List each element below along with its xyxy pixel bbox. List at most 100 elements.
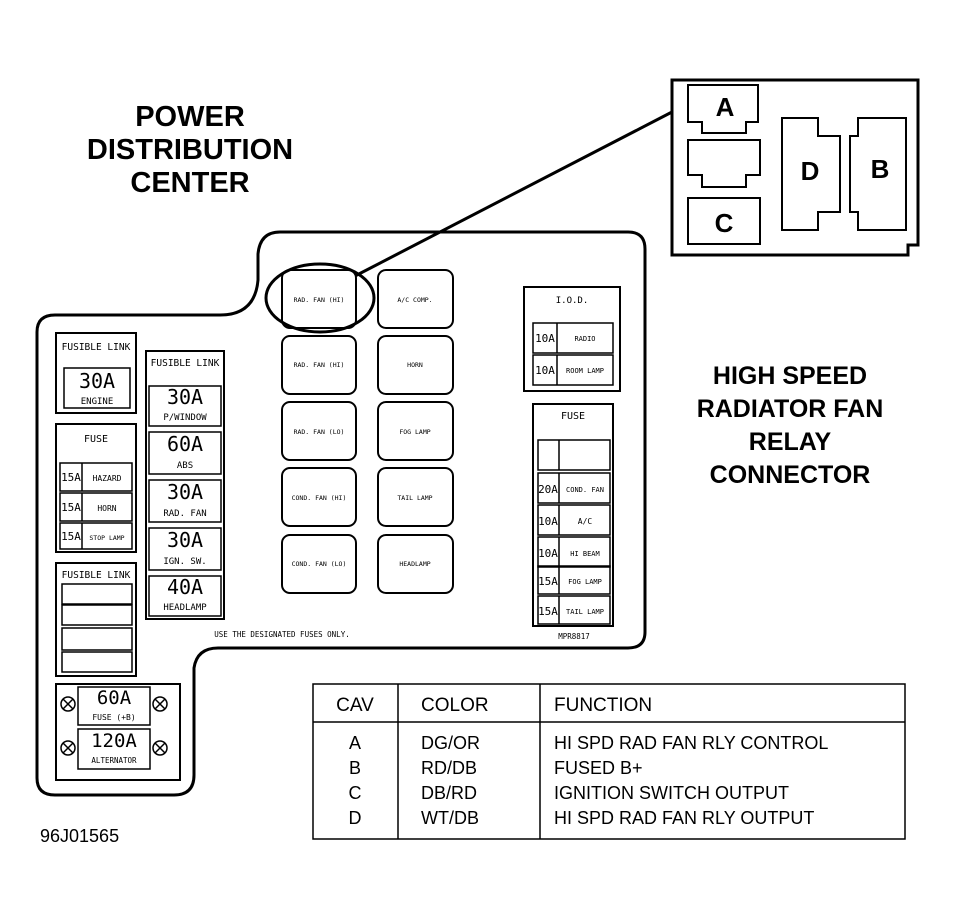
relay-grid: RAD. FAN (HI) A/C COMP. RAD. FAN (HI) HO… [264, 262, 454, 594]
engine-link-body [63, 367, 131, 409]
center-link-item-4-label: IGN. SW. [163, 557, 206, 567]
relay-2 [377, 269, 454, 329]
right-fuse-row-2-amp: 10A [538, 515, 558, 528]
center-link-header: FUSIBLE LINK [151, 358, 220, 369]
left-fuse-row-1-amp: 15A [61, 471, 81, 484]
relay-4 [377, 335, 454, 395]
left-bottom-links: 60A FUSE (+B) 120A ALTERNATOR [55, 683, 181, 781]
pdc-title-line-1: POWER [135, 101, 245, 133]
relay-title-line-2: RADIATOR FAN [697, 395, 884, 423]
pdc-title-line-3: CENTER [130, 167, 249, 199]
table-row: C DB/RD IGNITION SWITCH OUTPUT [349, 783, 789, 803]
bolt-icon [60, 740, 76, 756]
part-code: MPR8817 [558, 632, 590, 641]
relay-3-label: RAD. FAN (HI) [294, 361, 345, 369]
relay-title-line-3: RELAY [749, 428, 832, 456]
empty-link-header: FUSIBLE LINK [62, 570, 131, 581]
center-link-item-1-amp: 30A [167, 385, 203, 409]
svg-text:DG/OR: DG/OR [421, 733, 480, 753]
left-fuse-row-2 [59, 492, 133, 522]
iod-row-1 [532, 322, 614, 354]
center-link-item-5 [148, 575, 222, 617]
cavity-d-outline [781, 117, 841, 231]
cavity-b-label: B [871, 154, 890, 184]
relay-5-label: RAD. FAN (LO) [294, 428, 345, 436]
svg-text:D: D [349, 808, 362, 828]
left-fuse-row-2-amp: 15A [61, 501, 81, 514]
right-fuse-row-3-label: HI BEAM [570, 550, 600, 558]
relay-title-line-4: CONNECTOR [710, 461, 871, 489]
cavity-d-label: D [801, 156, 820, 186]
right-fuse-row-1-amp: 20A [538, 483, 558, 496]
engine-link-amp: 30A [79, 369, 115, 393]
relay-10-label: HEADLAMP [399, 560, 430, 568]
table-row: A DG/OR HI SPD RAD FAN RLY CONTROL [349, 733, 828, 753]
engine-link-header: FUSIBLE LINK [62, 342, 131, 353]
right-fuse-row-5-label: TAIL LAMP [566, 608, 604, 616]
svg-text:IGNITION SWITCH OUTPUT: IGNITION SWITCH OUTPUT [554, 783, 789, 803]
right-fuse-row-5-amp: 15A [538, 605, 558, 618]
relay-9-label: COND. FAN (LO) [292, 560, 347, 568]
relay-3 [281, 335, 357, 395]
connector-body [670, 78, 920, 257]
center-link-frame [145, 350, 225, 620]
iod-header: I.O.D. [556, 296, 589, 306]
right-fuse-header: FUSE [561, 411, 585, 422]
center-link-item-5-amp: 40A [167, 575, 203, 599]
right-fuse-row-4-label: FOG LAMP [568, 578, 602, 586]
right-fuse-frame [532, 403, 614, 627]
bottom-links-frame [55, 683, 181, 781]
svg-text:DB/RD: DB/RD [421, 783, 477, 803]
center-link-item-3-amp: 30A [167, 480, 203, 504]
iod-frame [523, 286, 621, 392]
pdc-title-line-2: DISTRIBUTION [87, 134, 293, 166]
left-fuse-row-1 [59, 462, 133, 492]
left-fuse-row-3-label: STOP LAMP [89, 534, 124, 542]
svg-text:WT/DB: WT/DB [421, 808, 479, 828]
link-120a-body [77, 728, 151, 770]
right-fuse: FUSE 20A COND. FAN 10A A/C 10A HI BEAM 1… [532, 403, 614, 627]
relay-1 [281, 269, 357, 329]
relay-5 [281, 401, 357, 461]
relay-7-label: COND. FAN (HI) [292, 494, 347, 502]
engine-link-label: ENGINE [81, 397, 114, 407]
right-fuse-row-3-amp: 10A [538, 547, 558, 560]
right-fuse-row-2-label: A/C [578, 517, 593, 526]
center-link-item-4-amp: 30A [167, 528, 203, 552]
engine-link-frame [55, 332, 137, 414]
svg-text:RD/DB: RD/DB [421, 758, 477, 778]
iod-row-1-label: RADIO [574, 335, 595, 343]
pdc-outline [35, 230, 647, 797]
cavity-blank-outline [687, 139, 761, 188]
link-60a-amp: 60A [97, 687, 132, 709]
relay-6-label: FOG LAMP [399, 428, 430, 436]
left-fuse-group: FUSE 15A HAZARD 15A HORN 15A STOP LAMP [55, 423, 137, 553]
right-fuse-row-1 [537, 472, 611, 504]
center-fusible-link: FUSIBLE LINK 30A P/WINDOW 60A ABS 30A RA… [145, 350, 225, 620]
relay-8-label: TAIL LAMP [397, 494, 432, 502]
relay-6 [377, 401, 454, 461]
left-fusible-link-engine: FUSIBLE LINK 30A ENGINE [55, 332, 137, 414]
bolt-icon [152, 696, 168, 712]
left-fuse-frame [55, 423, 137, 553]
svg-text:FUSED B+: FUSED B+ [554, 758, 643, 778]
right-fuse-row-4-amp: 15A [538, 575, 558, 588]
left-fuse-row-3-amp: 15A [61, 530, 81, 543]
left-fuse-row-3 [59, 522, 133, 550]
center-link-item-1 [148, 385, 222, 427]
center-link-item-5-label: HEADLAMP [163, 603, 207, 613]
svg-text:HI SPD RAD FAN RLY OUTPUT: HI SPD RAD FAN RLY OUTPUT [554, 808, 814, 828]
cavity-b-outline [849, 117, 907, 231]
relay-2-label: A/C COMP. [397, 296, 432, 304]
relay-4-label: HORN [407, 361, 423, 369]
svg-text:A: A [349, 733, 361, 753]
link-60a-body [77, 686, 151, 726]
svg-text:B: B [349, 758, 361, 778]
iod-row-2-label: ROOM LAMP [566, 367, 604, 375]
cavity-c-label: C [715, 208, 734, 238]
relay-1-label: RAD. FAN (HI) [294, 296, 345, 304]
left-fusible-link-empty: FUSIBLE LINK [55, 562, 137, 677]
empty-link-frame [55, 562, 137, 677]
right-fuse-row-3 [537, 536, 611, 568]
